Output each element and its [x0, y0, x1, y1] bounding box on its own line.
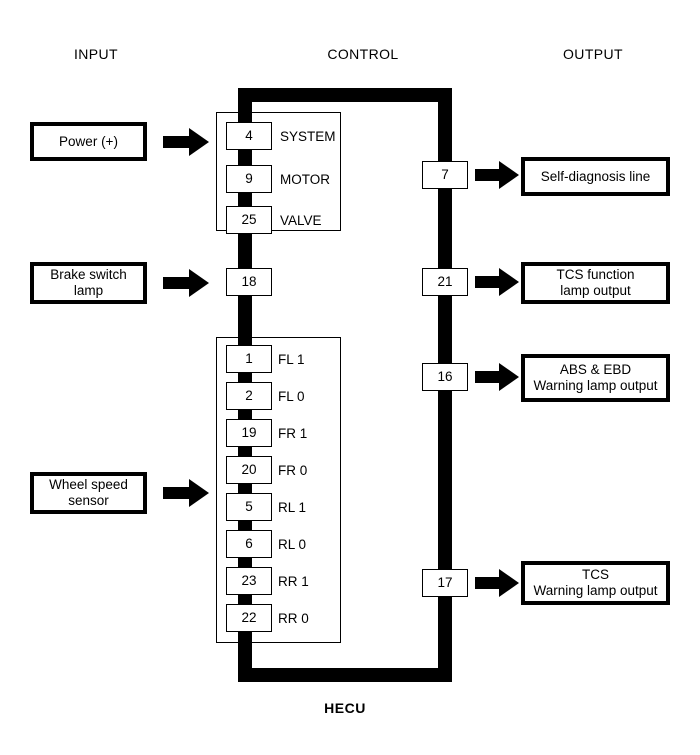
column-header-control: CONTROL: [327, 46, 399, 62]
pin-box-4[interactable]: 4: [226, 122, 272, 150]
pin-box-22[interactable]: 22: [226, 604, 272, 632]
wheel-speed-group-container: [216, 337, 341, 643]
bus-top-rail: [238, 88, 452, 102]
pin-box-23[interactable]: 23: [226, 567, 272, 595]
power-group-container: [216, 112, 341, 231]
arrow-output-abs-ebd-warning: [475, 363, 519, 391]
column-header-input: INPUT: [74, 46, 118, 62]
pin-box-6[interactable]: 6: [226, 530, 272, 558]
pin-label-fr1: FR 1: [278, 425, 308, 441]
pin-box-19[interactable]: 19: [226, 419, 272, 447]
input-box-power[interactable]: Power (+): [30, 122, 147, 161]
pin-box-2[interactable]: 2: [226, 382, 272, 410]
column-header-output: OUTPUT: [563, 46, 623, 62]
pin-label-fr0: FR 0: [278, 462, 308, 478]
pin-box-21[interactable]: 21: [422, 268, 468, 296]
arrow-input-brake-switch: [163, 269, 209, 297]
pin-label-motor: MOTOR: [280, 171, 330, 187]
pin-label-rl0: RL 0: [278, 536, 307, 552]
pin-label-valve: VALVE: [280, 212, 322, 228]
output-box-self-diagnosis-line[interactable]: Self-diagnosis line: [521, 157, 670, 196]
pin-box-20[interactable]: 20: [226, 456, 272, 484]
arrow-output-tcs-warning: [475, 569, 519, 597]
pin-box-25[interactable]: 25: [226, 206, 272, 234]
pin-label-fl1: FL 1: [278, 351, 305, 367]
pin-label-system: SYSTEM: [280, 128, 336, 144]
arrow-input-wheel-speed: [163, 479, 209, 507]
bus-bottom-rail: [238, 668, 452, 682]
diagram-caption-hecu: HECU: [324, 700, 366, 716]
pin-box-5[interactable]: 5: [226, 493, 272, 521]
pin-label-rr0: RR 0: [278, 610, 309, 626]
pin-box-17[interactable]: 17: [422, 569, 468, 597]
arrow-output-self-diagnosis: [475, 161, 519, 189]
arrow-output-tcs-function-lamp: [475, 268, 519, 296]
pin-label-rr1: RR 1: [278, 573, 309, 589]
arrow-input-power: [163, 128, 209, 156]
pin-box-1[interactable]: 1: [226, 345, 272, 373]
pin-label-fl0: FL 0: [278, 388, 305, 404]
pin-box-16[interactable]: 16: [422, 363, 468, 391]
pin-label-rl1: RL 1: [278, 499, 307, 515]
pin-box-18[interactable]: 18: [226, 268, 272, 296]
pin-box-9[interactable]: 9: [226, 165, 272, 193]
pin-box-7[interactable]: 7: [422, 161, 468, 189]
